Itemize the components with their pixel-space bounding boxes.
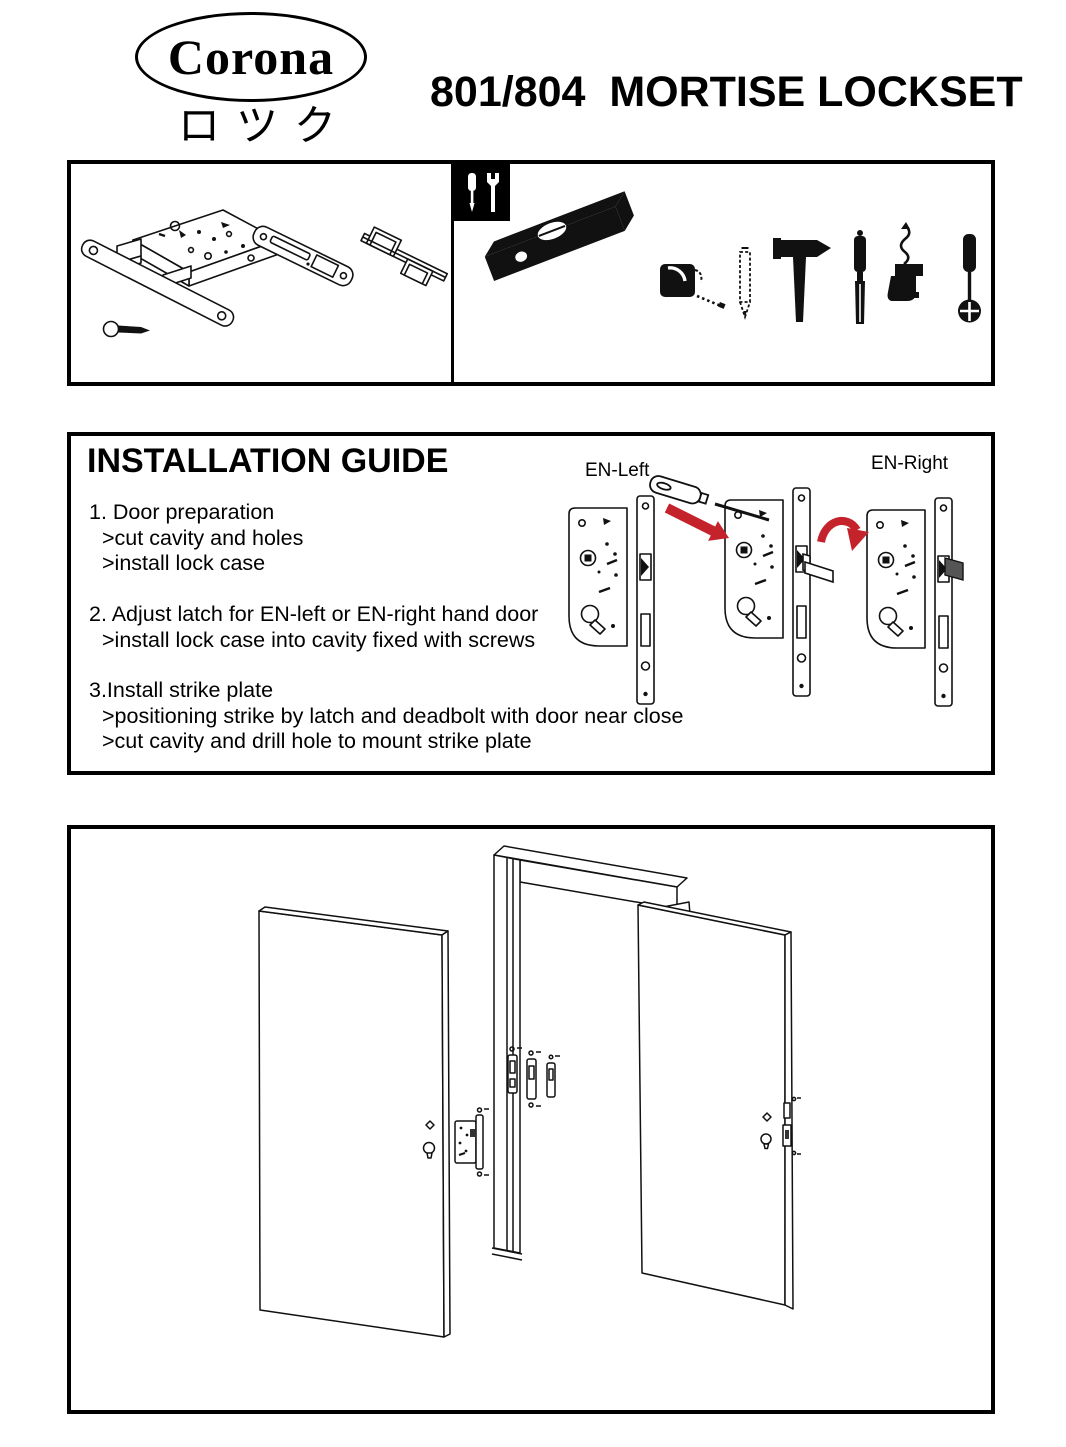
en-right-label: EN-Right xyxy=(871,453,949,474)
mortise-lock-case-drawing xyxy=(80,209,280,327)
flipped-latch xyxy=(802,552,834,584)
product-title: 801/804 MORTISE LOCKSET xyxy=(430,68,1023,116)
brand-name: Corona xyxy=(167,29,335,85)
keyhole-marks xyxy=(760,1112,772,1150)
door-frame xyxy=(491,845,692,1261)
brand-logo: Corona xyxy=(135,12,367,102)
step-title: 2. Adjust latch for EN-left or EN-right … xyxy=(89,602,539,626)
spirit-level-icon xyxy=(484,191,634,282)
tools-diagram xyxy=(484,191,981,324)
step-substep: >positioning strike by latch and deadbol… xyxy=(102,703,684,728)
latch-block xyxy=(944,557,964,581)
lock-orientation-diagram xyxy=(567,475,964,708)
guide-heading: INSTALLATION GUIDE xyxy=(87,442,449,480)
en-left-label: EN-Left xyxy=(585,460,650,481)
screwdriver-wrench-icon xyxy=(467,172,499,212)
tape-measure-icon xyxy=(660,264,726,309)
drill-icon xyxy=(887,222,923,301)
installation-guide-box: INSTALLATION GUIDE 1. Door preparation >… xyxy=(67,432,995,775)
chisel-icon xyxy=(854,230,866,324)
step-title: 3.Install strike plate xyxy=(89,678,274,702)
step-substep: >install lock case into cavity fixed wit… xyxy=(102,627,536,652)
edge-faceplate xyxy=(782,1096,801,1156)
flip-arrow xyxy=(817,517,869,551)
parts-diagram xyxy=(80,209,449,338)
strike-plate-drawing xyxy=(252,225,354,287)
lock-case xyxy=(454,1107,489,1177)
parts-tools-box xyxy=(67,160,995,386)
installation-step-1: 1. Door preparation >cut cavity and hole… xyxy=(89,500,303,577)
exploded-diagram-box xyxy=(67,825,995,1414)
pencil-icon xyxy=(739,247,751,320)
left-door xyxy=(258,906,451,1338)
step-substep: >cut cavity and holes xyxy=(102,525,304,550)
dust-box-drawing xyxy=(360,226,449,287)
keyhole-marks xyxy=(422,1120,436,1159)
door-exploded-diagram xyxy=(258,845,801,1338)
installation-step-2: 2. Adjust latch for EN-left or EN-right … xyxy=(89,602,538,653)
brand-kana: ロツク xyxy=(178,101,353,150)
phillips-screwdriver-icon xyxy=(958,234,981,323)
frame-strike-plate xyxy=(546,1054,560,1098)
tools-badge xyxy=(453,164,510,221)
lock-en-right xyxy=(865,496,954,708)
frame-strike-plate xyxy=(507,1046,522,1094)
step-substep: >install lock case xyxy=(102,551,266,575)
frame-strike-plate xyxy=(526,1050,541,1108)
push-arrow xyxy=(664,503,729,541)
kit-divider xyxy=(451,164,454,382)
right-door xyxy=(637,901,801,1310)
screwdriver-outline xyxy=(649,475,770,522)
step-substep: >cut cavity and drill hole to mount stri… xyxy=(102,729,532,753)
mounting-screw-drawing xyxy=(102,320,150,338)
hammer-icon xyxy=(773,238,831,322)
installation-step-3: 3.Install strike plate >positioning stri… xyxy=(89,678,683,755)
lock-en-left xyxy=(567,494,656,706)
step-title: 1. Door preparation xyxy=(89,500,275,524)
